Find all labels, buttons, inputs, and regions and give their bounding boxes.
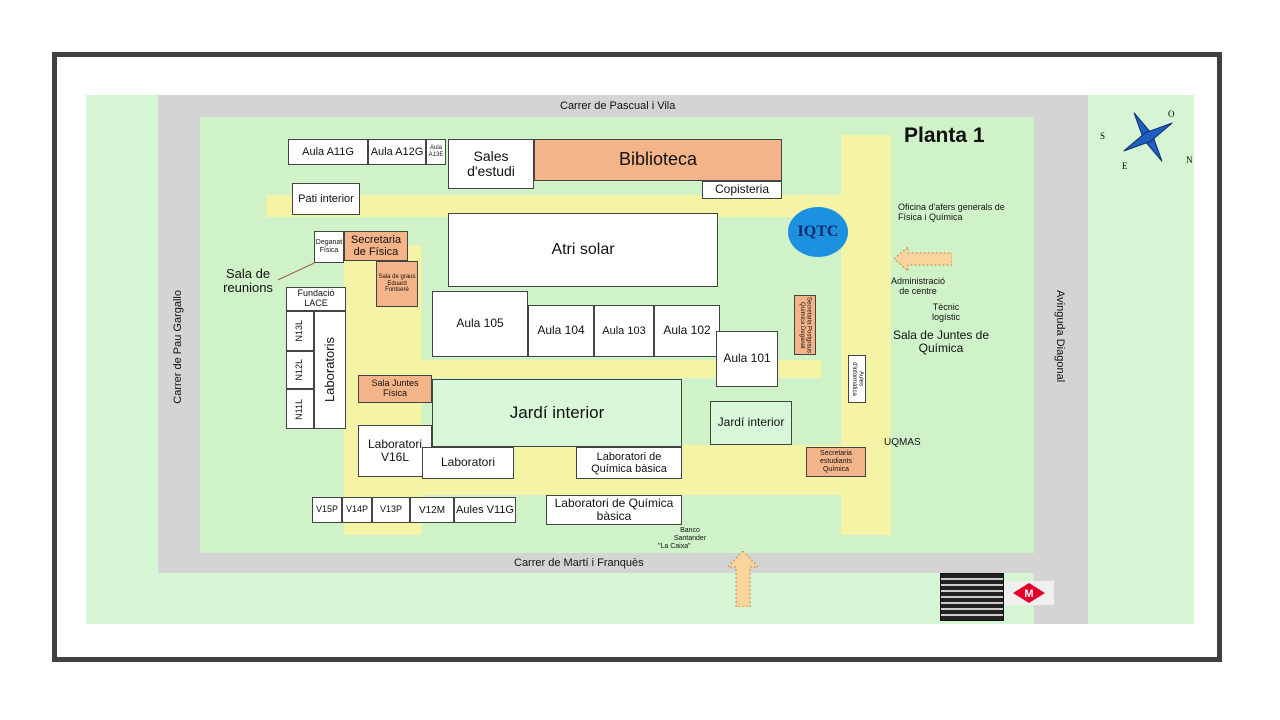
room-v13p: V13P <box>372 497 410 523</box>
street-east-label: Avinguda Diagonal <box>1054 290 1067 383</box>
room-lab-v16l: Laboratori V16L <box>358 425 432 477</box>
label-tecnic: Tècnic logístic <box>931 302 960 322</box>
floor-plan-map: Carrer de Pascual i Vila Carrer de Martí… <box>86 95 1194 624</box>
label-sala-reunions: Sala de reunions <box>223 266 273 296</box>
metro-stairs-icon <box>940 573 1004 621</box>
label-banco-santander: Banco Santander <box>673 527 707 542</box>
room-aula-101: Aula 101 <box>716 331 778 387</box>
room-fundacio-lace: Fundació LACE <box>286 287 346 311</box>
metro-icon: M <box>1004 581 1054 605</box>
room-n11l: N11L <box>286 389 314 429</box>
room-aula-105: Aula 105 <box>432 291 528 357</box>
room-secretaria-postgraus: Secretaria Postgraus Química Deganat <box>794 295 816 355</box>
room-v14p: V14P <box>342 497 372 523</box>
room-aules-informatica: Aules d'informàtica <box>848 355 866 403</box>
room-aula-104: Aula 104 <box>528 305 594 357</box>
room-secretaria-fisica: Secretaria de Física <box>344 231 408 261</box>
room-aula-103: Aula 103 <box>594 305 654 357</box>
room-n13l: N13L <box>286 311 314 351</box>
room-lab-quimica-basica-1: Laboratori de Química bàsica <box>576 447 682 479</box>
room-sales-estudi: Sales d'estudi <box>448 139 534 189</box>
label-uqmas: UQMAS <box>884 437 921 448</box>
room-aules-v11g: Aules V11G <box>454 497 516 523</box>
room-aula-a13e: Aula A13E <box>426 139 446 165</box>
label-oficina-afers: Oficina d'afers generals de Física i Quí… <box>898 202 1005 222</box>
room-v12m: V12M <box>410 497 454 523</box>
room-v15p: V15P <box>312 497 342 523</box>
label-sala-juntes-quimica: Sala de Juntes de Química <box>892 328 990 356</box>
label-la-caixa: "La Caixa" <box>658 543 691 550</box>
floor-title: Planta 1 <box>904 124 985 147</box>
compass-e: E <box>1122 161 1128 171</box>
street-south <box>158 553 1088 573</box>
compass-n: N <box>1186 155 1193 165</box>
entrance-arrow-south-icon <box>728 551 758 607</box>
room-aula-a12g: Aula A12G <box>368 139 426 165</box>
room-copisteria: Copisteria <box>702 181 782 199</box>
room-jardi-interior: Jardí interior <box>432 379 682 447</box>
corridor-north <box>266 195 866 217</box>
compass-s: S <box>1100 131 1105 141</box>
room-biblioteca: Biblioteca <box>534 139 782 181</box>
compass-rose-icon: O S N E <box>1100 109 1193 171</box>
street-north <box>158 95 1088 117</box>
room-sala-graus: Sala de graus Eduard Fontserè <box>376 261 418 307</box>
street-west <box>158 95 200 573</box>
street-east <box>1034 95 1088 624</box>
label-administracio: Administració de centre <box>890 276 946 296</box>
room-aula-102: Aula 102 <box>654 305 720 357</box>
room-sala-juntes-fisica: Sala Juntes Física <box>358 375 432 403</box>
room-n12l: N12L <box>286 351 314 389</box>
street-west-label: Carrer de Pau Gargallo <box>172 290 184 404</box>
room-lab-quimica-basica-2: Laboratori de Química bàsica <box>546 495 682 525</box>
room-secretaria-estudiants: Secretaria estudiants Química <box>806 447 866 477</box>
entrance-arrow-icon <box>894 247 952 271</box>
room-pati-interior: Pati interior <box>292 183 360 215</box>
room-atri-solar: Atri solar <box>448 213 718 287</box>
svg-text:M: M <box>1024 588 1033 600</box>
room-laboratoris: Laboratoris <box>314 311 346 429</box>
room-jardi-interior-small: Jardí interior <box>710 401 792 445</box>
room-aula-a11g: Aula A11G <box>288 139 368 165</box>
room-deganat-fisica: Deganat Física <box>314 231 344 263</box>
room-laboratori: Laboratori <box>422 447 514 479</box>
street-south-label: Carrer de Martí i Franquès <box>514 557 644 569</box>
street-north-label: Carrer de Pascual i Vila <box>560 100 676 112</box>
compass-o: O <box>1168 109 1175 119</box>
iqtc-badge: IQTC <box>788 207 848 257</box>
